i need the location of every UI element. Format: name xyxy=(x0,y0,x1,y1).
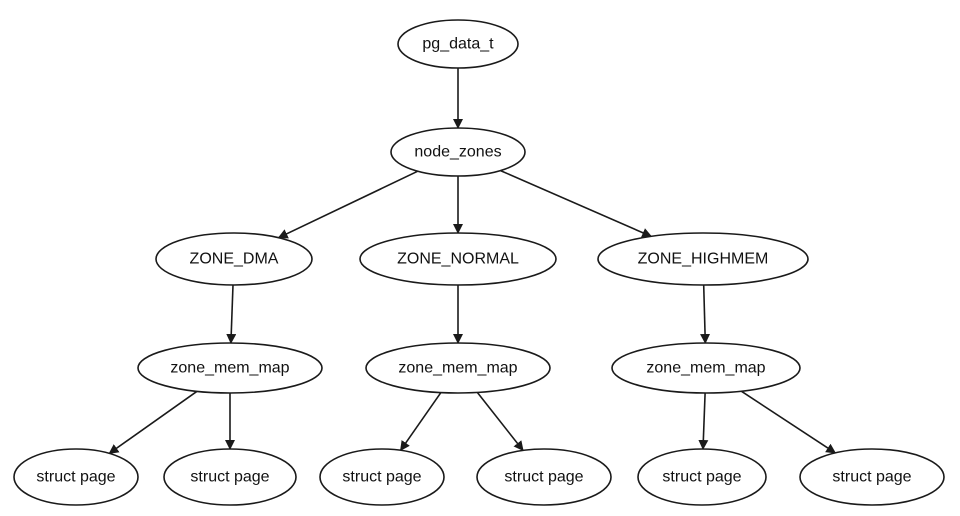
node-label: zone_mem_map xyxy=(170,360,289,377)
node-zone_normal: ZONE_NORMAL xyxy=(359,232,557,286)
node-label: pg_data_t xyxy=(422,36,494,53)
edge-node_zones-to-zone_highmem xyxy=(500,169,653,238)
node-sp4: struct page xyxy=(476,448,612,506)
node-sp1: struct page xyxy=(13,448,139,506)
edge-node_zones-to-zone_dma xyxy=(277,170,419,239)
edge-mm_highmem-to-sp6 xyxy=(740,390,837,454)
node-label: struct page xyxy=(662,469,741,486)
node-label: struct page xyxy=(342,469,421,486)
node-ellipse xyxy=(476,448,612,506)
node-label: ZONE_NORMAL xyxy=(397,251,519,268)
node-sp6: struct page xyxy=(799,448,945,506)
node-label: ZONE_HIGHMEM xyxy=(638,251,769,268)
node-ellipse xyxy=(319,448,445,506)
node-mm_normal: zone_mem_map xyxy=(365,342,551,394)
edge-mm_dma-to-sp1 xyxy=(108,390,198,455)
node-label: struct page xyxy=(504,469,583,486)
node-ellipse xyxy=(359,232,557,286)
node-label: zone_mem_map xyxy=(646,360,765,377)
edges-layer xyxy=(108,68,837,455)
node-label: struct page xyxy=(36,469,115,486)
node-label: zone_mem_map xyxy=(398,360,517,377)
edge-mm_normal-to-sp4 xyxy=(476,391,524,452)
node-sp5: struct page xyxy=(637,448,767,506)
edge-mm_normal-to-sp3 xyxy=(399,392,442,452)
node-ellipse xyxy=(799,448,945,506)
node-ellipse xyxy=(597,232,809,286)
node-zone_highmem: ZONE_HIGHMEM xyxy=(597,232,809,286)
node-ellipse xyxy=(397,19,519,69)
node-ellipse xyxy=(137,342,323,394)
node-sp2: struct page xyxy=(163,448,297,506)
node-ellipse xyxy=(163,448,297,506)
node-node_zones: node_zones xyxy=(390,127,526,177)
node-ellipse xyxy=(155,232,313,286)
node-label: struct page xyxy=(832,469,911,486)
edge-zone_dma-to-mm_dma xyxy=(226,284,237,344)
node-ellipse xyxy=(611,342,801,394)
node-ellipse xyxy=(365,342,551,394)
node-ellipse xyxy=(637,448,767,506)
node-ellipse xyxy=(13,448,139,506)
node-label: node_zones xyxy=(414,144,501,161)
node-zone_dma: ZONE_DMA xyxy=(155,232,313,286)
node-label: struct page xyxy=(190,469,269,486)
node-ellipse xyxy=(390,127,526,177)
node-label: ZONE_DMA xyxy=(190,251,279,268)
node-pg_data_t: pg_data_t xyxy=(397,19,519,69)
node-mm_dma: zone_mem_map xyxy=(137,342,323,394)
node-mm_highmem: zone_mem_map xyxy=(611,342,801,394)
node-sp3: struct page xyxy=(319,448,445,506)
edge-mm_highmem-to-sp5 xyxy=(698,392,709,450)
edge-zone_highmem-to-mm_highmem xyxy=(700,284,711,344)
